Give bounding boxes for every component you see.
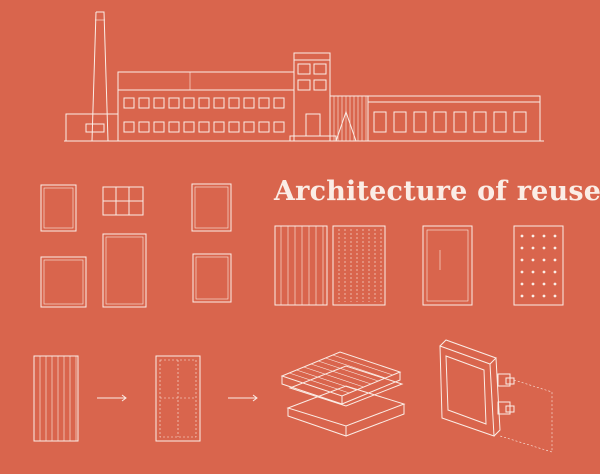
window-collection [40,183,232,308]
reuse-process [33,339,553,453]
panel-collection [274,225,564,306]
factory-elevation [64,11,544,142]
page-title: Architecture of reuse [274,176,600,207]
